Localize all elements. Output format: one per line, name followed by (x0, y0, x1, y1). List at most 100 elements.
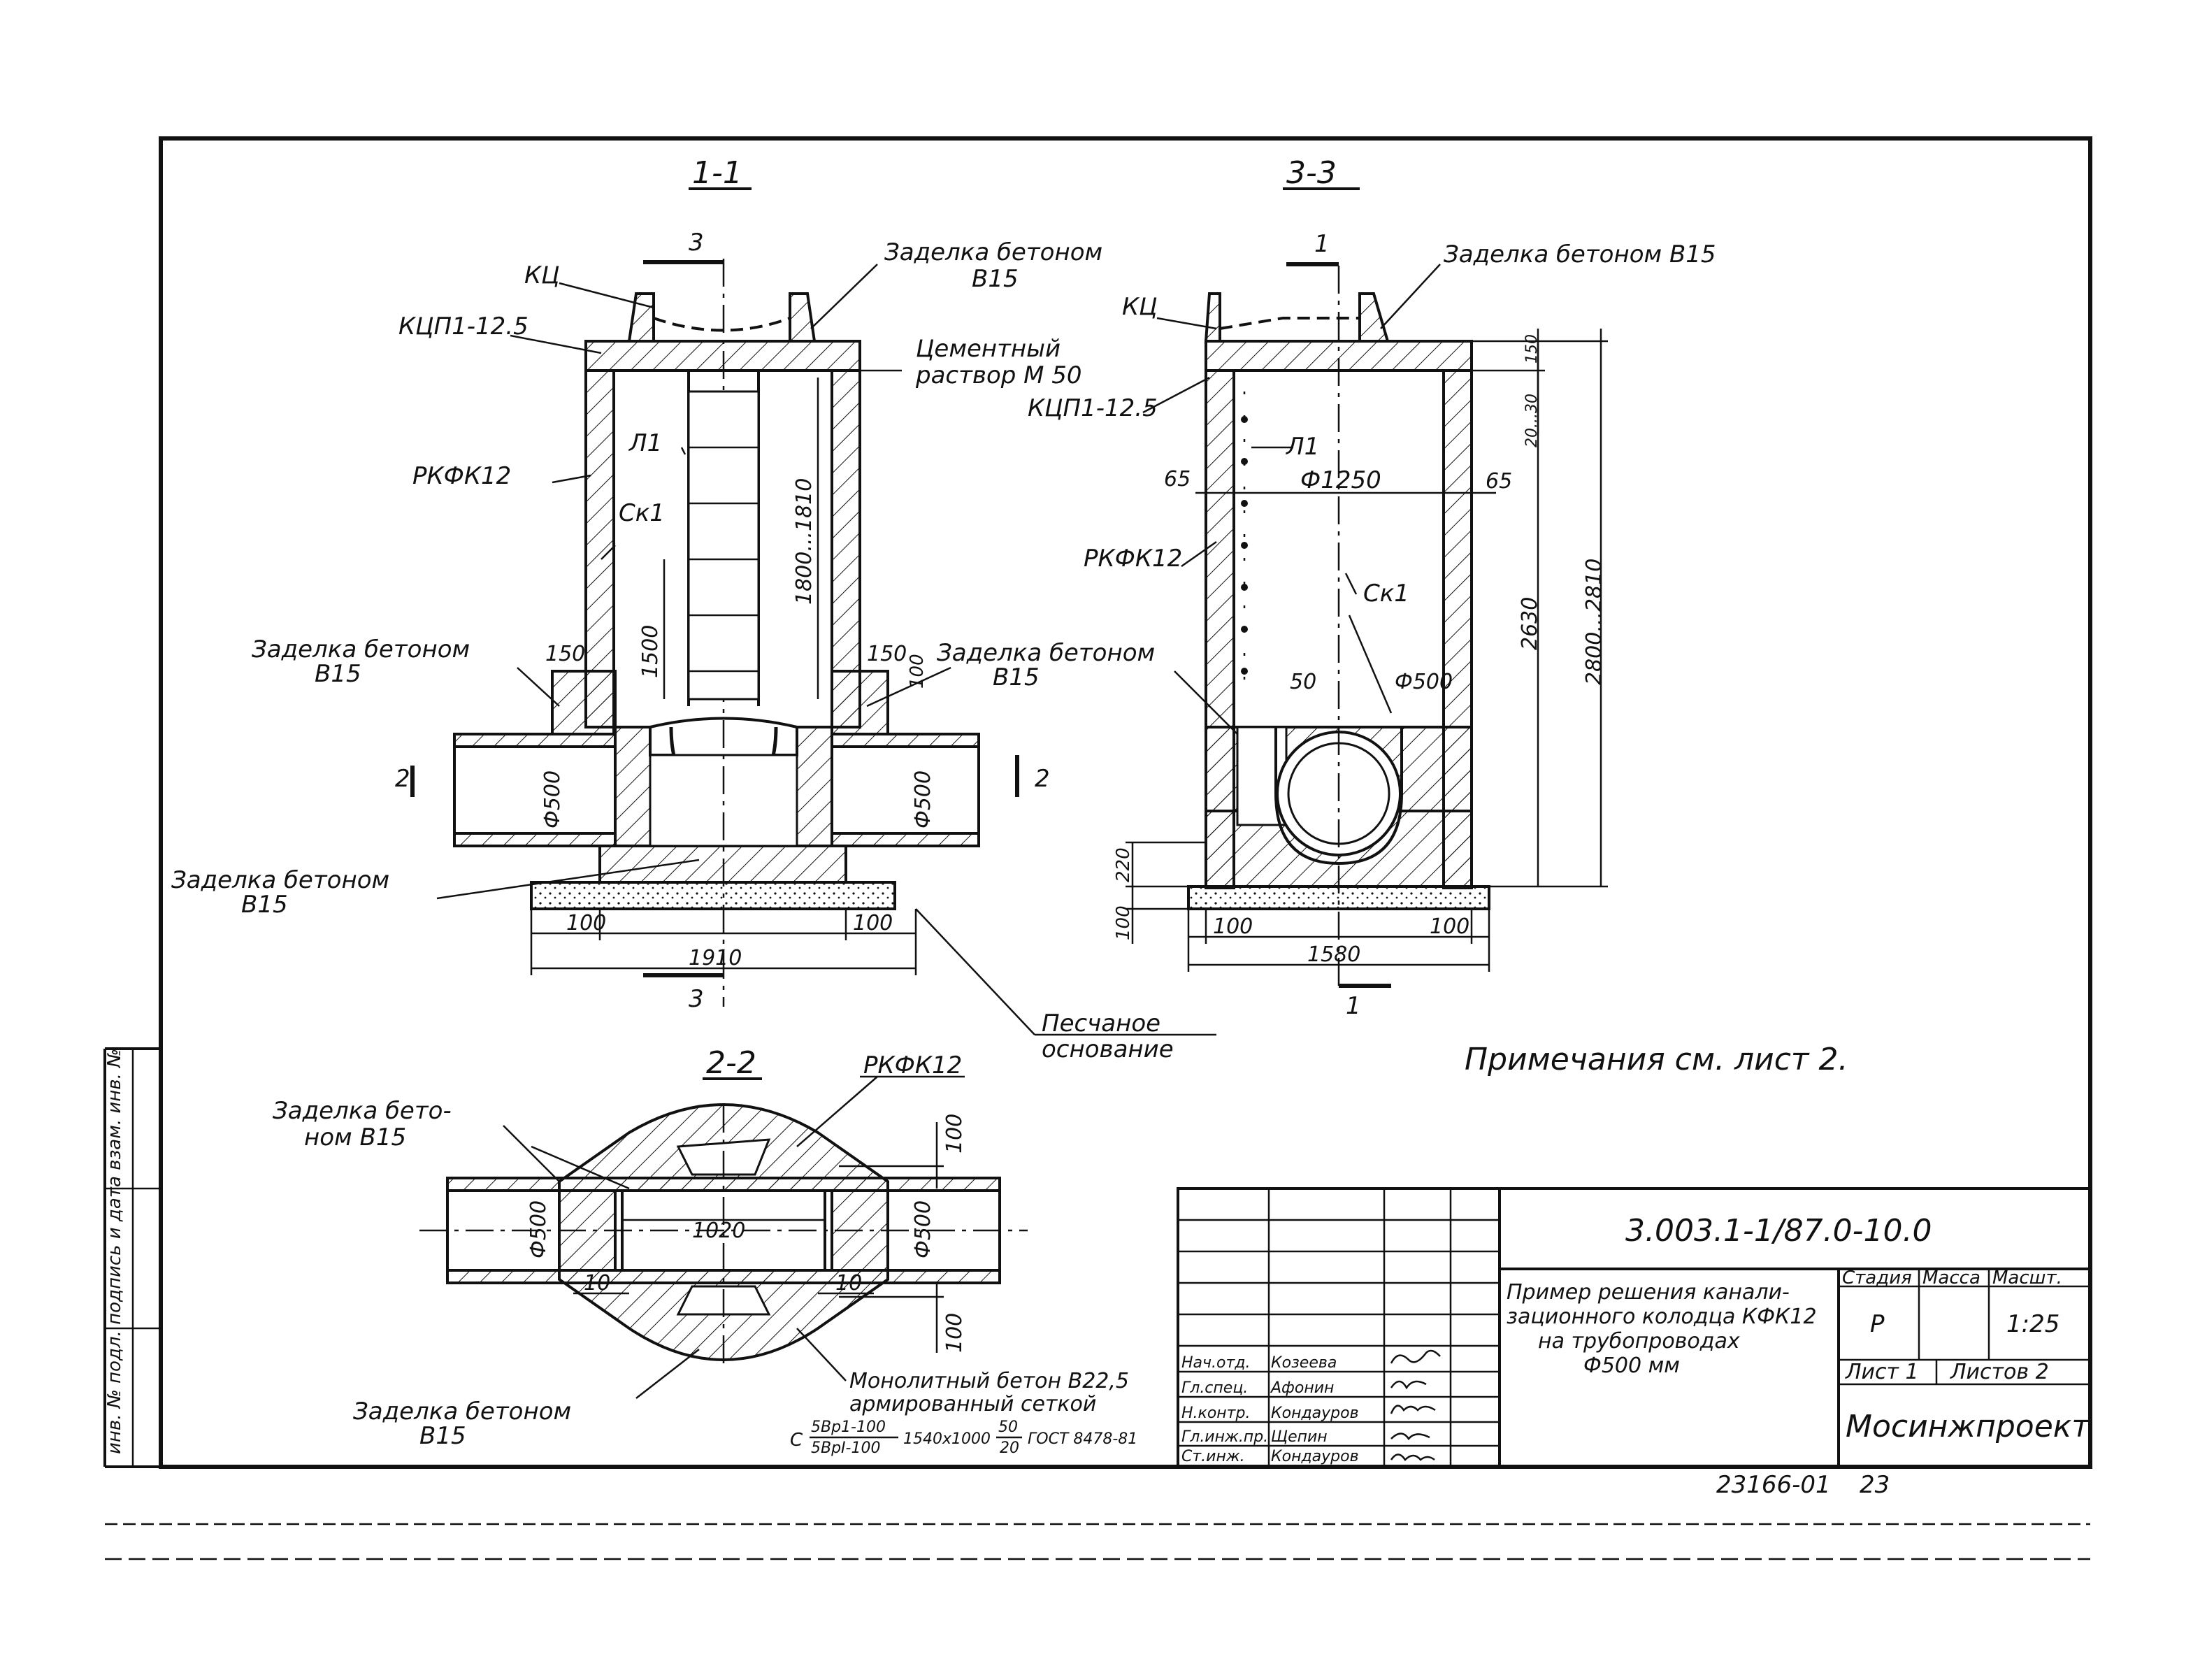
label-zadelka-right-2: В15 (993, 663, 1040, 691)
role-3: Н.контр. (1181, 1405, 1250, 1422)
mesh-c: С (790, 1430, 803, 1451)
dim-phi500-33: Ф500 (1395, 670, 1453, 694)
label-sk1-11: Ск1 (619, 499, 665, 527)
label-rkfk-33: РКФК12 (1084, 545, 1182, 573)
label-zadelka-right-1: Заделка бетоном (937, 639, 1155, 667)
org-name: Мосинжпроект (1846, 1409, 2090, 1444)
cut-label-2-right: 2 (1035, 765, 1050, 793)
dim-100-vert-33: 100 (1113, 905, 1134, 940)
cut-label-2-left: 2 (395, 765, 410, 793)
mesh-size: 1540х1000 (903, 1430, 991, 1448)
sheet-count: Листов 2 (1950, 1360, 2049, 1384)
dim-150-left: 150 (545, 642, 585, 666)
dim-10-left: 10 (584, 1271, 610, 1295)
desc-line-4: Ф500 мм (1583, 1354, 1680, 1378)
cut-label-1-top: 1 (1314, 230, 1330, 258)
dim-100-top-22: 100 (942, 1114, 967, 1154)
dim-10-right: 10 (835, 1271, 862, 1295)
scale-value: 1:25 (2006, 1310, 2059, 1338)
dim-100-a-11: 100 (566, 911, 606, 935)
label-zadelka-22-2: ном В15 (304, 1123, 406, 1151)
title-block (1177, 1187, 2092, 1468)
label-rkfk-22: РКФК12 (863, 1051, 962, 1079)
pipe-dia-left-22: Ф500 (526, 1200, 551, 1258)
wall-right-33 (1442, 369, 1473, 889)
dim-100-a-33: 100 (1213, 914, 1253, 939)
label-zadelka-left-1: Заделка бетоном (252, 636, 470, 663)
label-cement-1: Цементный (916, 335, 1061, 363)
pipe-right (831, 733, 980, 847)
role-2: Гл.спец. (1181, 1379, 1248, 1397)
label-monolit-2: армированный сеткой (849, 1392, 1096, 1416)
dim-2800-2810: 2800...2810 (1582, 559, 1606, 685)
section-2-2: 2-2 (419, 1045, 1028, 1399)
name-1: Козеева (1271, 1354, 1337, 1372)
mesh-numerator: 5Вр1-100 (811, 1419, 886, 1436)
label-kcp-11: КЦП1-12.5 (398, 313, 529, 340)
pipe-dia-right-22: Ф500 (911, 1200, 935, 1258)
section-title-2-2: 2-2 (706, 1045, 756, 1081)
name-5: Кондауров (1271, 1448, 1359, 1465)
label-l1-33: Л1 (1285, 433, 1319, 461)
cut-label-3-top: 3 (689, 229, 704, 257)
note-text: Примечания см. лист 2. (1465, 1042, 1848, 1077)
sheet-frame (103, 136, 2092, 1560)
margin-stamp-text: инв. № подл. подпись и дата взам. инв. № (104, 1049, 125, 1454)
desc-line-1: Пример решения канали- (1507, 1280, 1790, 1305)
label-zadelka-bottom-22-1: Заделка бетоном (353, 1398, 571, 1426)
section-3-3: 3-3 (1126, 155, 1608, 993)
label-sand-1: Песчаное (1042, 1010, 1160, 1038)
label-cement-2: раствор М 50 (915, 361, 1082, 389)
dim-100-right-11: 100 (907, 654, 928, 689)
name-3: Кондауров (1271, 1405, 1359, 1422)
label-zadelka-top-33: Заделка бетоном В15 (1444, 240, 1716, 268)
header-mass: Масса (1922, 1268, 1980, 1288)
role-5: Ст.инж. (1181, 1448, 1245, 1465)
page-number: 23 (1860, 1471, 1890, 1499)
ladder-l1 (687, 390, 760, 701)
label-zadelka-bottom-1: Заделка бетоном (171, 866, 389, 894)
label-sk1-33: Ск1 (1363, 580, 1409, 608)
dim-phi1250: Ф1250 (1300, 466, 1381, 494)
dim-20-30-33: 20...30 (1523, 394, 1541, 447)
mesh-gost: ГОСТ 8478-81 (1028, 1430, 1137, 1448)
cut-label-3-bottom: 3 (689, 985, 704, 1013)
label-zadelka-top-11: Заделка бетоном (884, 238, 1102, 266)
dim-1500-11: 1500 (638, 625, 663, 678)
label-rkfk-11: РКФК12 (412, 462, 511, 490)
sand-base (530, 881, 896, 910)
header-scale: Масшт. (1992, 1268, 2062, 1288)
dim-1800-11: 1800...1810 (792, 478, 817, 605)
dim-65-left: 65 (1164, 467, 1191, 491)
label-kc-33: КЦ (1122, 293, 1158, 321)
label-l1-11: Л1 (628, 429, 662, 457)
role-4: Гл.инж.пр. (1181, 1428, 1268, 1446)
label-zadelka-bottom-22-2: В15 (419, 1422, 466, 1450)
section-1-1: 1-1 (410, 155, 1216, 1036)
dim-100-bottom-22: 100 (942, 1313, 967, 1353)
pipe-dia-left-11: Ф500 (540, 770, 565, 828)
name-2: Афонин (1270, 1379, 1334, 1397)
section-title-3-3: 3-3 (1286, 155, 1337, 191)
pipe-dia-right-11: Ф500 (911, 770, 935, 828)
archive-stamp: 23166-01 (1716, 1471, 1831, 1499)
doc-code: 3.003.1-1/87.0-10.0 (1625, 1213, 1932, 1249)
dim-65-right: 65 (1486, 469, 1512, 494)
role-1: Нач.отд. (1181, 1354, 1251, 1372)
sheet-number: Лист 1 (1845, 1360, 1919, 1384)
dim-1580: 1580 (1307, 942, 1360, 967)
wall-left-33 (1205, 369, 1235, 889)
label-kcp-33: КЦП1-12.5 (1028, 394, 1158, 422)
desc-line-3: на трубопроводах (1538, 1329, 1740, 1354)
mesh-frac-num: 50 (998, 1419, 1018, 1436)
label-zadelka-22-1: Заделка бето- (273, 1097, 452, 1125)
desc-line-2: зационного колодца КФК12 (1507, 1305, 1817, 1329)
mesh-denominator: 5ВрI-100 (811, 1440, 880, 1457)
label-zadelka-bottom-2: В15 (241, 891, 288, 919)
pipe-left (453, 733, 617, 847)
dim-150-33: 150 (1523, 334, 1541, 364)
label-monolit-1: Монолитный бетон В22,5 (849, 1369, 1129, 1393)
signatures (1390, 1349, 1441, 1461)
cut-label-1-bottom: 1 (1346, 992, 1361, 1020)
